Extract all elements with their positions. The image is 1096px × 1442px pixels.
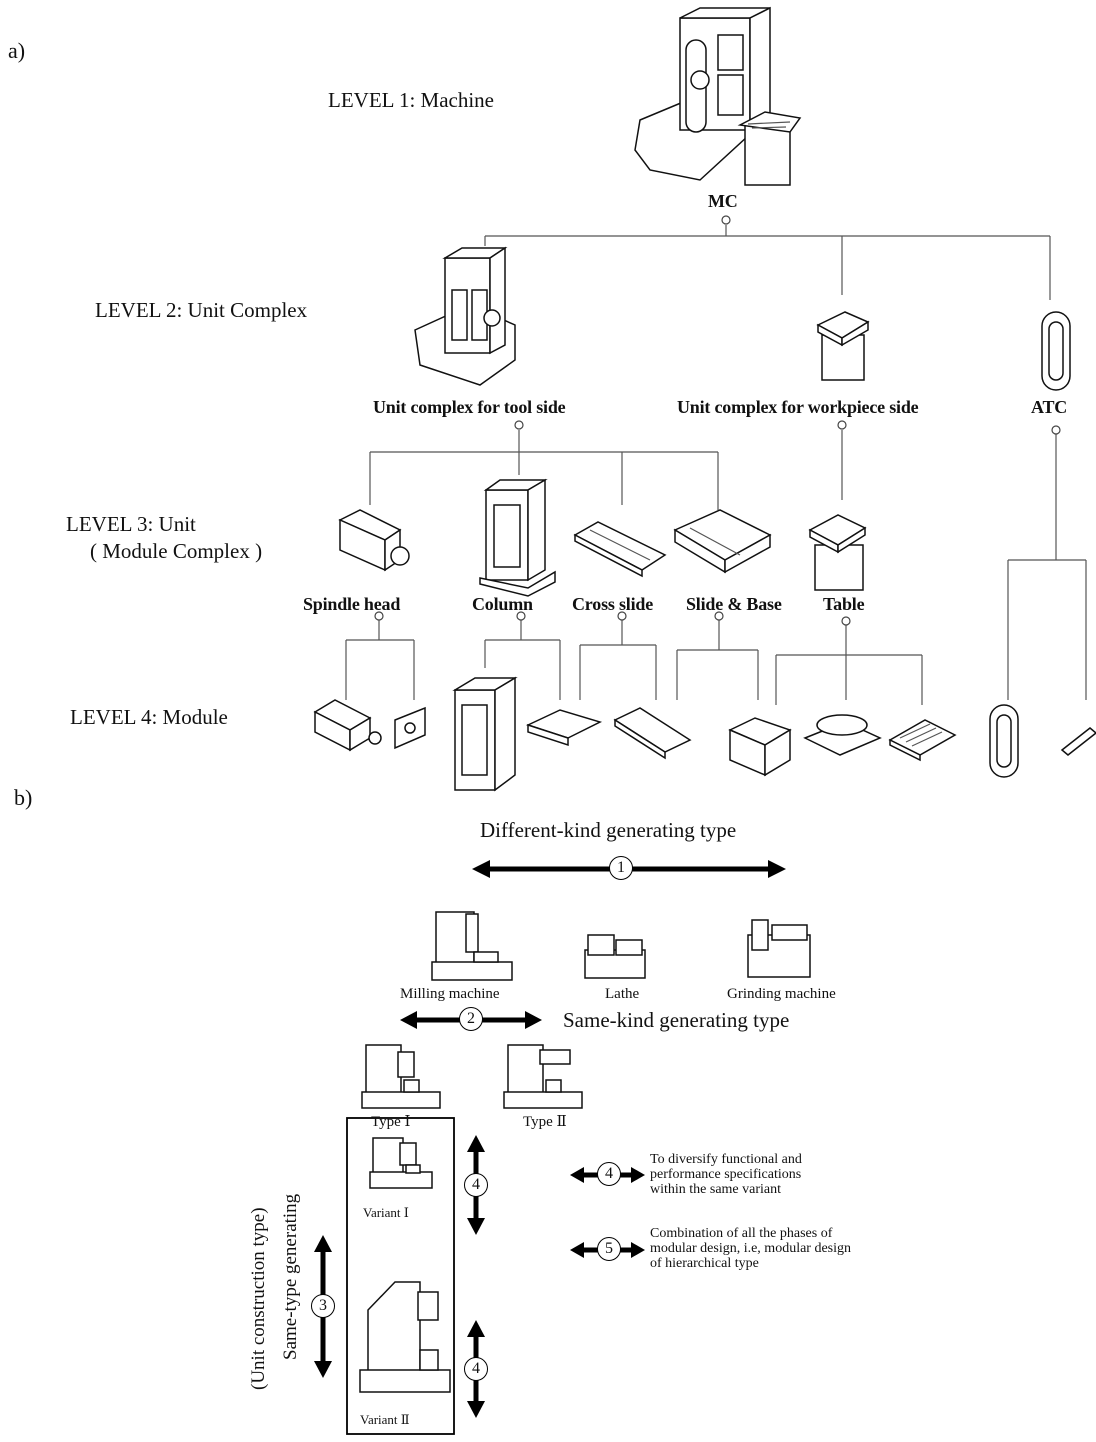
same-kind-label: Same-kind generating type [563,1008,790,1032]
part-a-label: a) [8,38,26,63]
legend-5-line-3: of hierarchical type [650,1256,759,1271]
unit-complex-workpiece-illustration [816,311,870,381]
legend-5-line-1: Combination of all the phases of [650,1226,833,1241]
level-2-label: LEVEL 2: Unit Complex [95,298,308,322]
legend-4-line-1: To diversify functional and [650,1152,802,1167]
module-illustrations [313,676,1096,792]
part-b-label: b) [14,785,33,810]
legend-4-line-2: performance specifications [650,1167,802,1182]
level-1-label: LEVEL 1: Machine [328,88,495,112]
legend-number-4: 4 [597,1162,621,1186]
slide-base-label: Slide & Base [686,594,782,614]
legend-number-5: 5 [597,1237,621,1261]
legend-4-text: To diversify functional and performance … [650,1152,802,1197]
lathe-label: Lathe [605,986,640,1002]
mc-label: MC [708,191,738,211]
atc-illustration [1041,311,1071,391]
milling-machine-label: Milling machine [400,986,500,1002]
circle-number-4-top: 4 [464,1173,488,1197]
type-2-label: Type Ⅱ [523,1114,567,1130]
tool-side-label: Unit complex for tool side [373,397,566,417]
unit-complex-tool-side-illustration [414,246,516,386]
grinding-machine-label: Grinding machine [727,986,836,1002]
spindle-head-label: Spindle head [303,594,401,614]
atc-label: ATC [1031,397,1068,417]
table-label: Table [823,594,865,614]
variant-2-label: Variant Ⅱ [360,1412,410,1427]
level-3-label: LEVEL 3: Unit [66,512,196,536]
type-1-label: Type Ⅰ [371,1114,411,1130]
legend-4-line-3: within the same variant [650,1182,782,1197]
level-4-label: LEVEL 4: Module [70,705,228,729]
spindle-head-illustration [338,509,410,572]
vertical-label-same-type: Same-type generating [280,1193,301,1360]
variant-box [346,1117,455,1435]
column-illustration [479,478,556,597]
cross-slide-label: Cross slide [572,594,653,614]
circle-number-2: 2 [459,1007,483,1031]
workpiece-side-label: Unit complex for workpiece side [677,397,919,417]
circle-number-3: 3 [311,1294,335,1318]
tree-lines [345,225,1087,705]
variant-1-label: Variant Ⅰ [363,1205,409,1220]
machine-pictograms [359,911,811,1393]
vertical-label-unit-construction: (Unit construction type) [248,1207,269,1390]
cross-slide-illustration [573,521,667,578]
legend-5-text: Combination of all the phases of modular… [650,1226,851,1271]
table-illustration [808,514,867,591]
column-label: Column [472,594,533,614]
circle-number-1: 1 [609,856,633,880]
tree-nodes [374,215,1061,626]
machine-mc-illustration [634,6,802,186]
circle-number-4-bottom: 4 [464,1357,488,1381]
different-kind-label: Different-kind generating type [480,818,737,842]
level-3-sublabel: ( Module Complex ) [90,539,263,563]
legend-5-line-2: modular design, i.e, modular design [650,1241,852,1256]
slide-base-illustration [673,509,772,574]
